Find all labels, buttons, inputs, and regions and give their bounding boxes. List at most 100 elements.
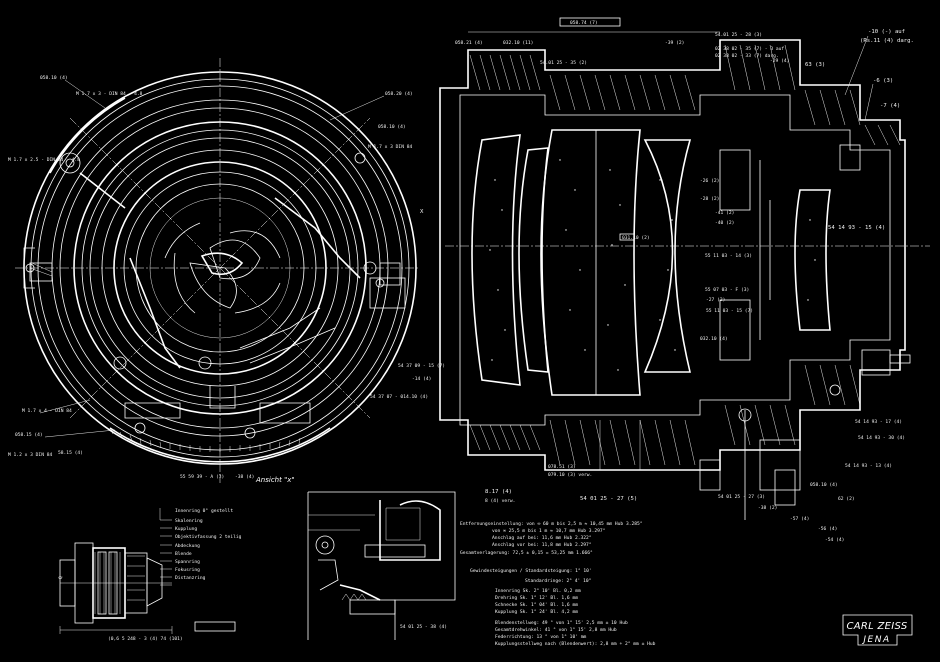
bottom-scale-ticks [109, 427, 301, 452]
detail-view: Ansicht "x" 54 01 25 - 38 (4) [255, 476, 456, 640]
svg-text:Ansicht "x": Ansicht "x" [255, 476, 295, 484]
svg-text:-29 (4): -29 (4) [770, 58, 789, 64]
lens-housing [439, 39, 906, 471]
svg-text:Blende: Blende [175, 551, 192, 557]
title-box [559, 17, 621, 27]
svg-text:M 1.7 x 3 DIN 84: M 1.7 x 3 DIN 84 [368, 144, 412, 150]
svg-text:54 14 93 - 15 (4): 54 14 93 - 15 (4) [828, 225, 885, 231]
svg-text:058.21 (4): 058.21 (4) [455, 40, 483, 46]
svg-text:-38 (4): -38 (4) [235, 474, 254, 480]
focus-ring [73, 121, 367, 415]
svg-text:54 37 09 - 15 (7): 54 37 09 - 15 (7) [398, 363, 445, 369]
svg-text:Q: Q [58, 576, 64, 579]
svg-text:-14 (4): -14 (4) [412, 376, 431, 382]
svg-text:Spannring: Spannring [175, 559, 200, 565]
carl-zeiss-jena-logo: CARL ZEISS JENA [842, 614, 913, 646]
svg-text:M 1.7 x 3 - DIN 84 - 4.8: M 1.7 x 3 - DIN 84 - 4.8 [76, 91, 143, 97]
svg-text:058.20 (4): 058.20 (4) [385, 91, 413, 97]
svg-text:54 01 25 - 38 (4): 54 01 25 - 38 (4) [400, 624, 447, 630]
svg-text:058.15 (4): 058.15 (4) [15, 432, 43, 438]
section-view-labels: 058.74 (7) 058.21 (4) 032.10 (11) 54.01 … [455, 20, 914, 543]
svg-text:58.15 (4): 58.15 (4) [58, 450, 83, 456]
front-lens-element [471, 134, 521, 386]
svg-text:058.10 (4): 058.10 (4) [378, 124, 406, 130]
svg-text:Kupplungsstellweg nach (Blende: Kupplungsstellweg nach (Blendenwert): 2,… [495, 641, 656, 647]
svg-text:Skalenring: Skalenring [175, 518, 203, 524]
svg-text:-28 (2): -28 (2) [700, 196, 719, 202]
svg-text:Distanzring: Distanzring [175, 575, 206, 581]
section-view [439, 17, 930, 520]
second-lens-element [518, 147, 549, 373]
svg-text:Drehring Sk. 1° 12' Bl. 1: Drehring Sk. 1° 12' Bl. 1,6 mm [495, 595, 578, 601]
svg-text:Innenring Sk. 2° 10' Bl.: Innenring Sk. 2° 10' Bl. 0,2 mm [495, 588, 581, 594]
svg-text:-41 (2): -41 (2) [715, 210, 734, 216]
svg-text:Schnecke Sk. 1° 04' Bl. 1: Schnecke Sk. 1° 04' Bl. 1,6 mm [495, 602, 578, 608]
svg-text:(0,6 5 248 - 3 (4) 74 (101): (0,6 5 248 - 3 (4) 74 (101) [108, 636, 183, 642]
svg-text:078.51 (3): 078.51 (3) [548, 464, 576, 470]
svg-text:CARL ZEISS: CARL ZEISS [847, 621, 908, 632]
cam-lever [129, 257, 181, 369]
glass-stipple [489, 159, 816, 371]
svg-text:-56 (4): -56 (4) [818, 526, 837, 532]
rear-lens-element [794, 189, 831, 331]
svg-text:02 38 02 - 35 (7) - 3 auf: 02 38 02 - 35 (7) - 3 auf [715, 46, 784, 52]
svg-text:-26 (2): -26 (2) [700, 178, 719, 184]
aperture-ring [113, 161, 327, 375]
svg-text:62 (2): 62 (2) [838, 496, 855, 502]
svg-text:032.10 (11): 032.10 (11) [503, 40, 533, 46]
svg-text:JENA: JENA [861, 635, 890, 645]
part-number-box [194, 621, 236, 632]
svg-text:-39 (2): -39 (2) [665, 40, 684, 46]
svg-text:Objektivfassung 2 teilig: Objektivfassung 2 teilig [175, 534, 242, 540]
svg-text:54 37 07 - 014.10 (4): 54 37 07 - 014.10 (4) [370, 394, 428, 400]
lens-elements [471, 129, 831, 396]
svg-text:Anschlag auf bei: 11,6 mm Hub: Anschlag auf bei: 11,6 mm Hub 2.322° [492, 535, 592, 541]
svg-text:von ∞ 25,5 m bis 1 m ≈ 10,7: von ∞ 25,5 m bis 1 m ≈ 10,7 mm Hub 3.297… [492, 528, 606, 534]
svg-text:63 (3): 63 (3) [805, 62, 825, 68]
svg-text:-27 (2): -27 (2) [706, 297, 725, 303]
svg-text:Gesamtverlagerung: 72,5 ± 0,15: Gesamtverlagerung: 72,5 ± 0,15 = 53,25 m… [460, 550, 593, 556]
svg-text:079.10 (3) verw.: 079.10 (3) verw. [548, 472, 592, 478]
svg-text:55 11 03 - 14 (3): 55 11 03 - 14 (3) [705, 253, 752, 259]
svg-text:-40 (2): -40 (2) [715, 220, 734, 226]
svg-text:Kupplung Sk. 1° 24' Bl. 4: Kupplung Sk. 1° 24' Bl. 4,2 mm [495, 609, 578, 615]
svg-text:-7 (4): -7 (4) [880, 103, 900, 109]
center-label-box [619, 233, 635, 241]
svg-text:Abdeckung: Abdeckung [175, 543, 200, 549]
front-view [15, 58, 420, 483]
svg-text:Fokusring: Fokusring [175, 567, 200, 573]
knurl-pattern [94, 552, 145, 614]
svg-text:M 1.2 x 3 DIN 84: M 1.2 x 3 DIN 84 [8, 452, 52, 458]
front-view-labels: 058.10 (4) M 1.7 x 3 - DIN 84 - 4.8 058.… [8, 75, 445, 480]
svg-text:Kupplung: Kupplung [175, 526, 197, 532]
svg-text:54 14 93 - 17 (4): 54 14 93 - 17 (4) [855, 419, 902, 425]
svg-text:02 38 02 - 33 (7) darg.: 02 38 02 - 33 (7) darg. [715, 53, 779, 59]
svg-text:54 01 25 - 27 (5): 54 01 25 - 27 (5) [580, 496, 637, 502]
svg-text:Gesamtdrehwinkel: 41 ° von 1°: Gesamtdrehwinkel: 41 ° von 1° 15' 2,8 mm… [495, 627, 617, 633]
cemented-group [540, 129, 641, 396]
svg-text:55 59 39 - A (3): 55 59 39 - A (3) [180, 474, 224, 480]
svg-text:031.10 (2): 031.10 (2) [622, 235, 650, 241]
svg-text:8 (4) verw.: 8 (4) verw. [485, 498, 515, 504]
svg-text:(Rs.11 (4) darg.: (Rs.11 (4) darg. [860, 38, 914, 44]
svg-text:-38 (2): -38 (2) [758, 505, 777, 511]
svg-text:55 11 03 - 15 (7): 55 11 03 - 15 (7) [706, 308, 753, 314]
svg-text:Anschlag vor bei: 11,8 mm Hub: Anschlag vor bei: 11,8 mm Hub 2.297° [492, 542, 592, 548]
svg-text:032.10 (4): 032.10 (4) [700, 336, 728, 342]
notes-block: Entfernungseinstellung: von ∞ 60 m bis 2… [460, 521, 656, 647]
aperture-blades [164, 222, 281, 314]
svg-text:Standardringe: 2° 4' 10": Standardringe: 2° 4' 10" [525, 578, 591, 584]
svg-text:54.01 25 - 35 (2): 54.01 25 - 35 (2) [540, 60, 587, 66]
svg-text:54 01 25 - 27 (3): 54 01 25 - 27 (3) [718, 494, 765, 500]
svg-text:Entfernungseinstellung: von ∞: Entfernungseinstellung: von ∞ 60 m bis 2… [460, 521, 643, 527]
svg-text:X: X [420, 209, 424, 215]
svg-text:Innenring 0° gestellt: Innenring 0° gestellt [175, 508, 233, 514]
svg-text:Gewindesteigungen / Standardst: Gewindesteigungen / Standardsteigung: 1°… [470, 568, 592, 574]
meniscus-element [643, 139, 692, 373]
svg-text:-6 (3): -6 (3) [873, 78, 893, 84]
svg-text:058.10 (4): 058.10 (4) [810, 482, 838, 488]
svg-text:54 14 93 - 13 (4): 54 14 93 - 13 (4) [845, 463, 892, 469]
svg-text:-54 (4): -54 (4) [825, 537, 844, 543]
svg-text:54.01 25 - 28 (3): 54.01 25 - 28 (3) [715, 32, 762, 38]
